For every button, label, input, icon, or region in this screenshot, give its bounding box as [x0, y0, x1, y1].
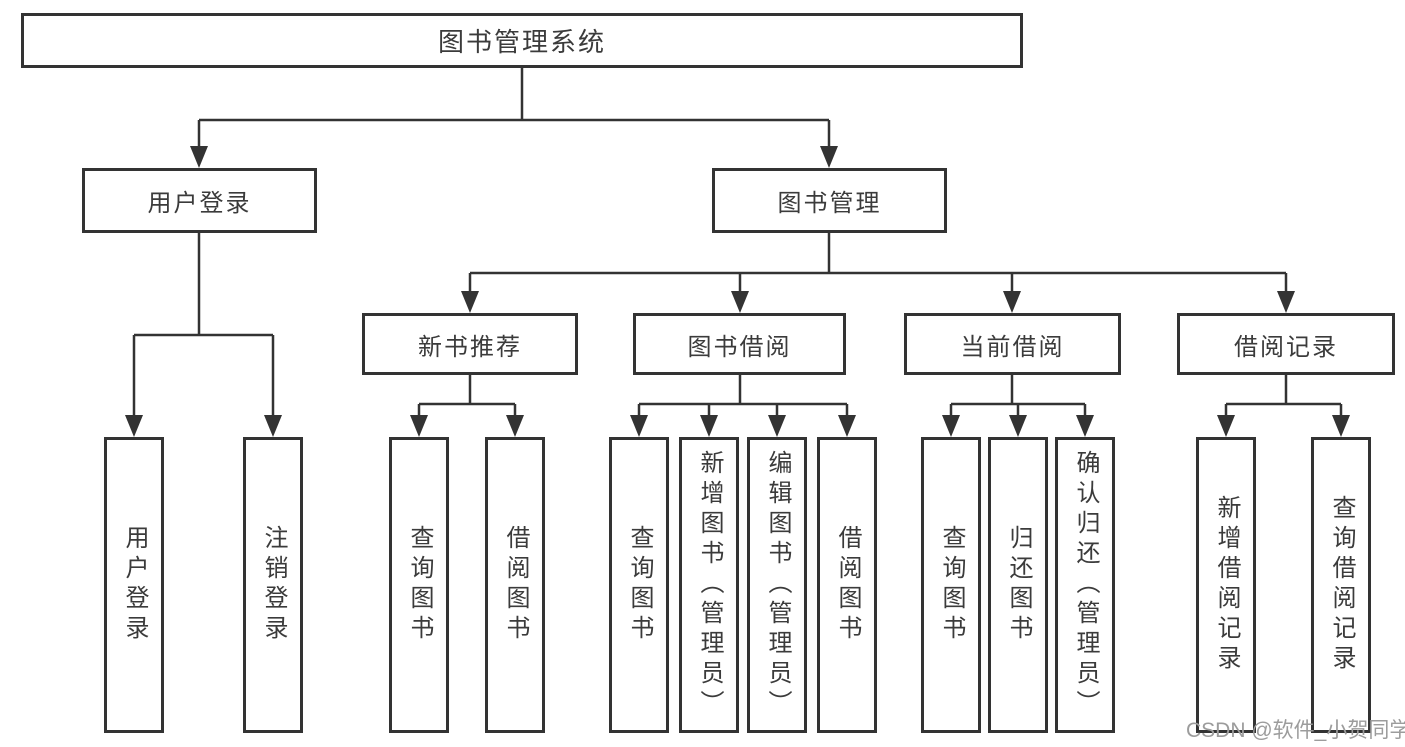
node-label: 编辑图书（管理员）: [764, 450, 791, 720]
node-label: 借阅图书: [502, 525, 529, 645]
node-label: 借阅图书: [834, 525, 861, 645]
node-new-book-recommend: 新书推荐: [362, 313, 578, 375]
node-book-management: 图书管理: [712, 168, 947, 233]
node-label: 新书推荐: [418, 333, 522, 361]
leaf-return-books: 归还图书: [988, 437, 1048, 733]
node-label: 借阅记录: [1234, 333, 1338, 361]
leaf-search-books-newbooks: 查询图书: [389, 437, 449, 733]
leaf-borrow-books-newbooks: 借阅图书: [485, 437, 545, 733]
leaf-search-books-current: 查询图书: [921, 437, 981, 733]
leaf-user-login: 用户登录: [104, 437, 164, 733]
leaf-add-books-admin: 新增图书（管理员）: [679, 437, 739, 733]
leaf-search-books-borrow: 查询图书: [609, 437, 669, 733]
connector-lines: [132, 68, 1343, 418]
node-label: 当前借阅: [960, 333, 1065, 361]
node-user-login: 用户登录: [82, 168, 317, 233]
node-label: 注销登录: [260, 525, 287, 645]
leaf-search-borrow-record: 查询借阅记录: [1311, 437, 1371, 733]
node-label: 图书管理系统: [437, 27, 606, 57]
node-system-root: 图书管理系统: [21, 13, 1023, 68]
leaf-confirm-return-admin: 确认归还（管理员）: [1055, 437, 1115, 733]
node-label: 归还图书: [1005, 525, 1032, 645]
node-label: 查询图书: [626, 525, 653, 645]
leaf-edit-books-admin: 编辑图书（管理员）: [747, 437, 807, 733]
leaf-logout: 注销登录: [243, 437, 303, 733]
node-label: 查询图书: [938, 525, 965, 645]
arrowhead-icons: [125, 146, 1350, 437]
node-label: 用户登录: [121, 525, 148, 645]
leaf-borrow-books: 借阅图书: [817, 437, 877, 733]
leaf-add-borrow-record: 新增借阅记录: [1196, 437, 1256, 733]
node-current-borrowing: 当前借阅: [904, 313, 1121, 375]
node-label: 查询图书: [406, 525, 433, 645]
node-label: 查询借阅记录: [1328, 495, 1355, 675]
node-label: 新增图书（管理员）: [696, 450, 723, 720]
node-label: 新增借阅记录: [1213, 495, 1240, 675]
node-label: 图书借阅: [687, 333, 792, 361]
node-label: 确认归还（管理员）: [1072, 450, 1099, 720]
node-label: 用户登录: [147, 190, 252, 217]
node-book-borrowing: 图书借阅: [633, 313, 846, 375]
node-label: 图书管理: [777, 190, 882, 217]
node-borrowing-records: 借阅记录: [1177, 313, 1395, 375]
